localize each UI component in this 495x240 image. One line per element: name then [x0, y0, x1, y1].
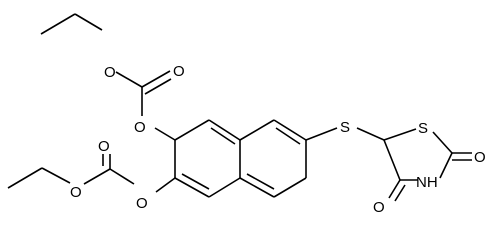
- bond: [208, 177, 241, 198]
- bond: [41, 167, 71, 184]
- bond: [383, 128, 417, 141]
- bond: [74, 13, 103, 31]
- oxygen-carbonyl-lower: O: [98, 138, 110, 155]
- sulfur-thioether: S: [340, 119, 350, 136]
- bond: [273, 177, 307, 198]
- bond: [239, 119, 275, 141]
- lower-ethyl-carbonate: [7, 154, 135, 189]
- bond: [181, 173, 210, 190]
- bond: [210, 127, 236, 145]
- bond: [109, 168, 135, 185]
- oxygen-aryl-lower: O: [136, 195, 148, 212]
- bond: [383, 139, 401, 181]
- bond: [144, 78, 172, 95]
- oxygen-ketone-ring: O: [474, 149, 486, 166]
- bond: [154, 127, 176, 141]
- nitrogen-imide: NH: [416, 174, 438, 191]
- bond: [7, 167, 43, 189]
- atom-labels: O O O O O O S S O O NH: [70, 63, 486, 216]
- bond: [275, 127, 301, 145]
- bond: [356, 127, 385, 141]
- oxygen-ester-lower: O: [70, 184, 82, 201]
- bond: [388, 179, 401, 199]
- oxygen-aryl-upper: O: [134, 119, 146, 136]
- bond: [439, 152, 453, 179]
- oxygen-ester-upper: O: [104, 64, 116, 81]
- bond: [273, 119, 307, 141]
- bond: [432, 131, 453, 154]
- chemical-structure-diagram: O O O O O O S S O O NH: [7, 13, 486, 216]
- bond: [174, 177, 210, 198]
- bond: [246, 173, 275, 190]
- bond: [141, 70, 171, 88]
- bond: [155, 177, 176, 193]
- bond: [40, 13, 76, 35]
- bond: [83, 168, 111, 185]
- bond: [115, 71, 143, 88]
- oxygen-carbonyl-upper: O: [173, 63, 185, 80]
- naphthalene-core: [154, 119, 338, 198]
- oxygen-ketone-c4: O: [373, 199, 385, 216]
- bond: [174, 119, 210, 141]
- thiazolidinedione-ring: [356, 127, 472, 202]
- bond: [239, 177, 275, 198]
- sulfur-ring: S: [418, 120, 428, 137]
- bond: [394, 184, 406, 202]
- upper-ethyl-carbonate: [40, 13, 172, 116]
- bond: [305, 127, 338, 141]
- bond: [208, 119, 241, 141]
